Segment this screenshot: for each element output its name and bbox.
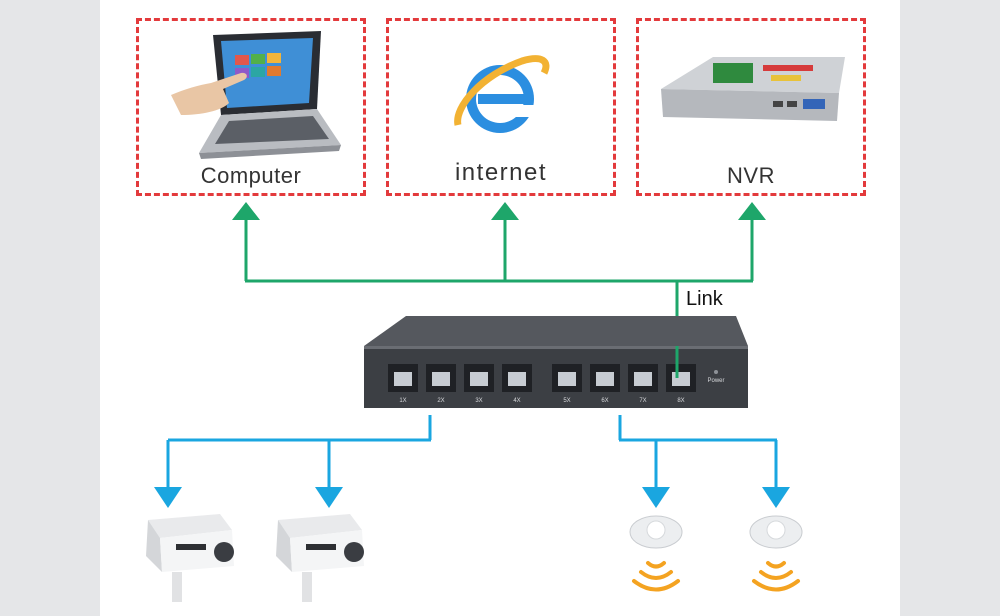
bullet-camera-icon xyxy=(146,514,234,602)
power-label: Power xyxy=(707,378,724,384)
internet-box: internet xyxy=(386,18,616,196)
port-label: 3X xyxy=(475,398,482,404)
wireless-access-point-icon xyxy=(629,515,683,592)
power-led-icon xyxy=(714,370,718,374)
nvr-recorder-icon xyxy=(661,57,845,121)
computer-label: Computer xyxy=(200,163,302,188)
port-label: 7X xyxy=(639,398,646,404)
downlink-lines xyxy=(166,415,778,488)
port-label: 4X xyxy=(513,398,520,404)
port-label: 6X xyxy=(601,398,608,404)
wireless-access-point-icon xyxy=(749,515,803,592)
port-label: 2X xyxy=(437,398,444,404)
port-label: 8X xyxy=(677,398,684,404)
poe-switch-icon: 1X 2X 3X 4X 5X 6X 7X 8X Power xyxy=(364,316,748,408)
bullet-camera-icon xyxy=(276,514,364,602)
port-label: 1X xyxy=(399,398,406,404)
downlink-arrowheads xyxy=(154,487,790,508)
connection-lines: 1X 2X 3X 4X 5X 6X 7X 8X Power xyxy=(146,202,803,602)
laptop-icon xyxy=(171,31,341,159)
nvr-box: NVR xyxy=(636,18,866,196)
port-label: 5X xyxy=(563,398,570,404)
computer-box: Computer xyxy=(136,18,366,196)
link-label: Link xyxy=(686,288,723,310)
network-diagram: Computer internet NVR xyxy=(100,0,900,616)
uplink-arrowheads xyxy=(232,202,766,220)
internet-explorer-icon xyxy=(454,55,550,133)
internet-label: internet xyxy=(454,159,548,186)
nvr-label: NVR xyxy=(727,163,775,188)
